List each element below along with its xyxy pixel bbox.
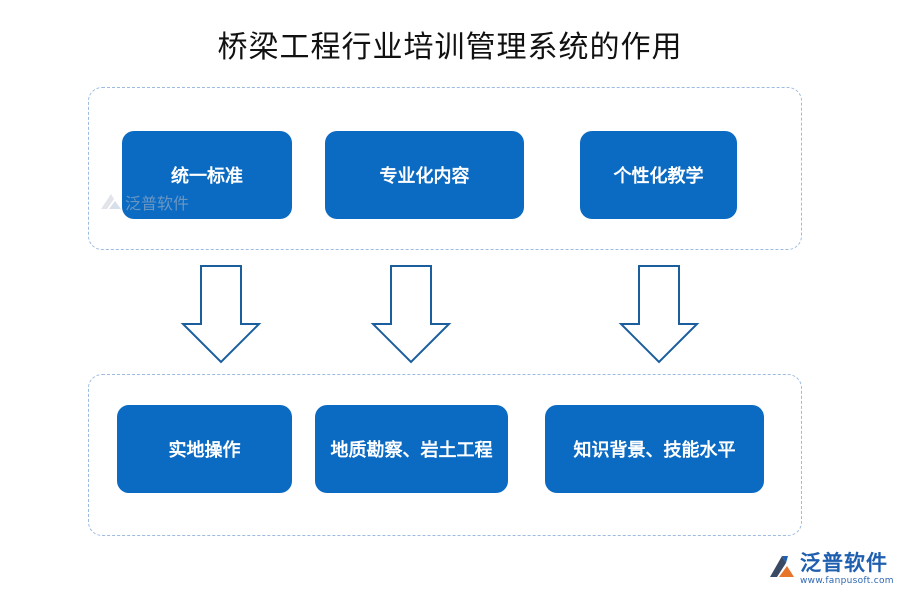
brand-url: www.fanpusoft.com	[800, 576, 894, 586]
fanpu-logo-icon	[770, 556, 794, 577]
top-group-container	[88, 87, 802, 250]
watermark-text: 泛普软件	[125, 194, 190, 213]
bottom-box-3: 知识背景、技能水平	[545, 405, 764, 493]
watermark: 泛普软件	[100, 190, 189, 214]
brand-logo: 泛普软件 www.fanpusoft.com	[768, 553, 894, 586]
bottom-group-container	[88, 374, 802, 536]
top-box-3: 个性化教学	[580, 131, 737, 219]
brand-name: 泛普软件	[800, 551, 888, 575]
top-box-2: 专业化内容	[325, 131, 524, 219]
bottom-box-1: 实地操作	[117, 405, 292, 493]
diagram-title: 桥梁工程行业培训管理系统的作用	[217, 30, 683, 65]
fanpu-logo-icon	[101, 194, 121, 209]
top-box-1: 统一标准	[122, 131, 292, 219]
down-arrow-1	[180, 265, 262, 364]
down-arrow-2	[370, 265, 452, 364]
down-arrow-3	[618, 265, 700, 364]
bottom-box-2: 地质勘察、岩土工程	[315, 405, 508, 493]
